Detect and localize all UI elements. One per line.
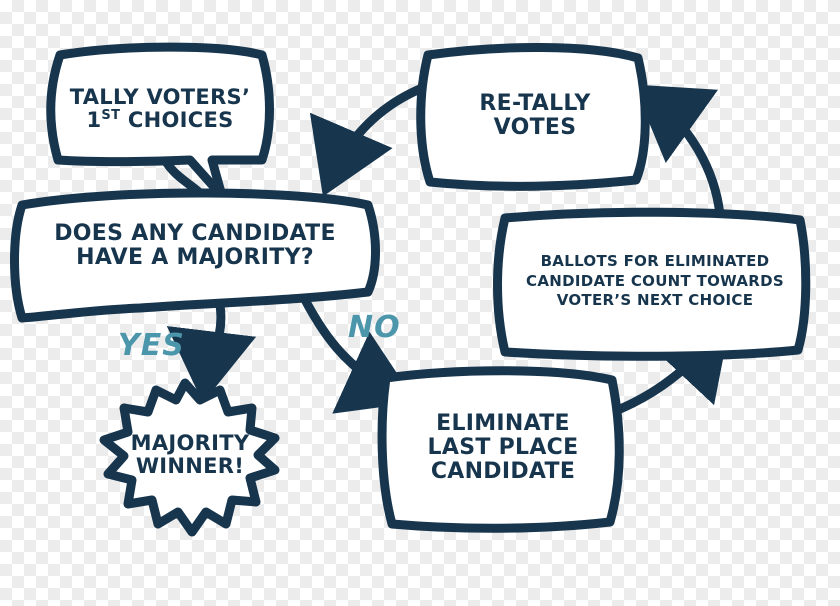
node-winner-label: MAJORITY WINNER! bbox=[130, 431, 250, 478]
node-tally-label: TALLY VOTERS’ 1ST CHOICES bbox=[69, 85, 251, 132]
edge-question-to-winner bbox=[166, 300, 257, 403]
node-retally-label: RE-TALLY VOTES bbox=[479, 91, 591, 140]
edge-ballots-to-retally bbox=[633, 84, 725, 220]
edge-label-yes: YES bbox=[118, 328, 185, 363]
edge-retally-to-question bbox=[309, 80, 435, 197]
node-ballots-shape bbox=[493, 207, 811, 361]
edge-label-no: NO bbox=[348, 310, 401, 345]
node-question-shape bbox=[10, 188, 380, 323]
node-ballots-label: BALLOTS FOR ELIMINATED CANDIDATE COUNT T… bbox=[526, 252, 784, 309]
node-winner-shape bbox=[99, 378, 280, 537]
node-tally-shape bbox=[46, 42, 274, 201]
node-eliminate-shape bbox=[377, 366, 624, 533]
node-question-label: DOES ANY CANDIDATE HAVE A MAJORITY? bbox=[54, 221, 336, 270]
node-eliminate-label: ELIMINATE LAST PLACE CANDIDATE bbox=[427, 411, 579, 485]
node-retally-shape bbox=[416, 42, 650, 191]
